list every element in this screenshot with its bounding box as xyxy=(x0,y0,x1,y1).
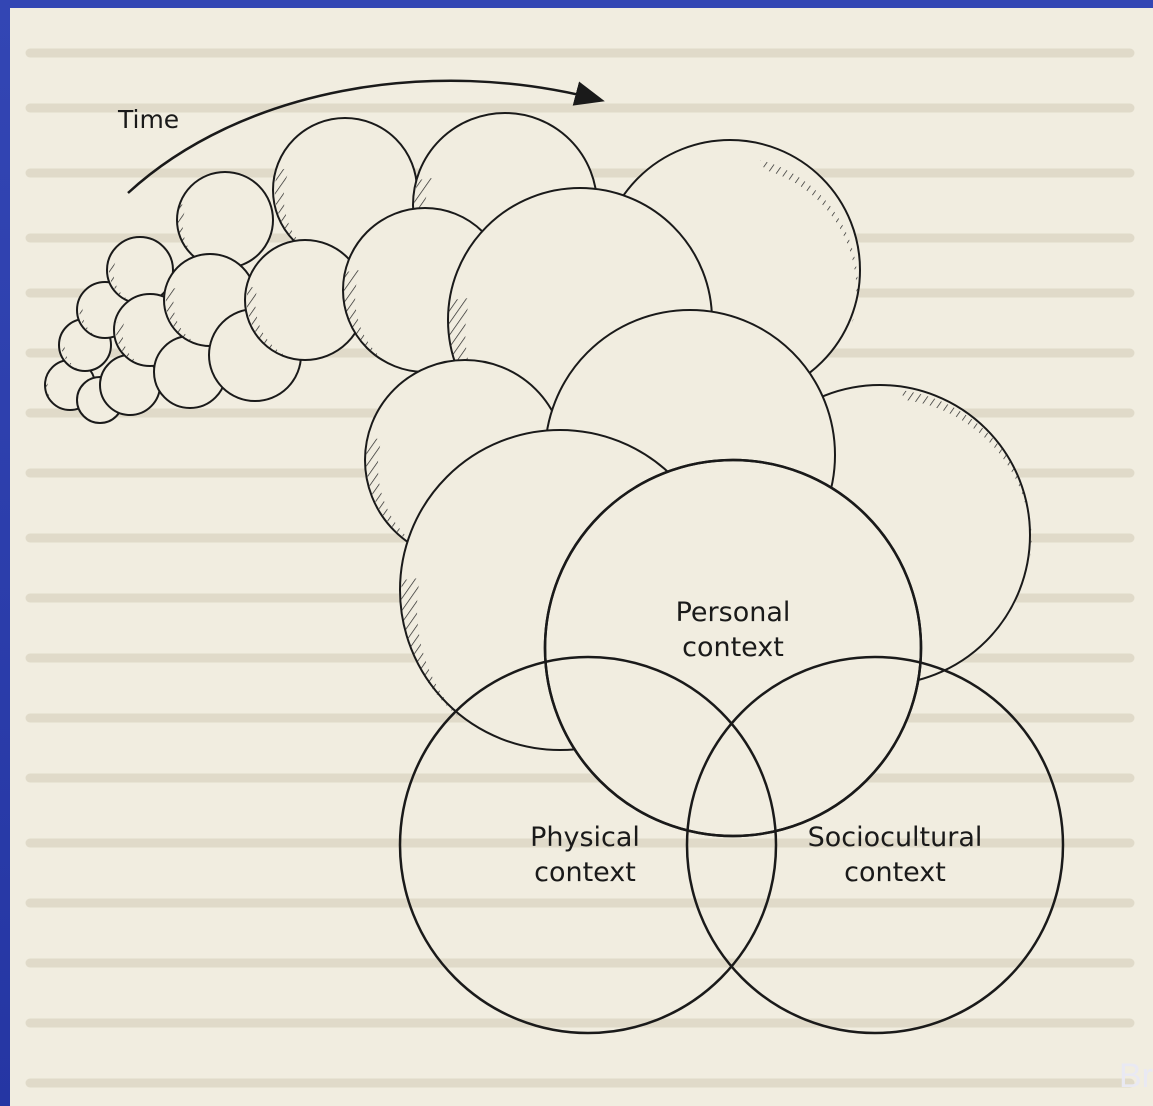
bubble xyxy=(107,237,173,303)
watermark-text: Br xyxy=(1119,1057,1153,1096)
physical-context-line1: Physical xyxy=(485,820,685,855)
personal-context-line2: context xyxy=(633,630,833,665)
bubble xyxy=(177,172,273,268)
physical-context-label: Physical context xyxy=(485,820,685,890)
personal-context-line1: Personal xyxy=(633,595,833,630)
sociocultural-context-label: Sociocultural context xyxy=(780,820,1010,890)
sociocultural-context-line2: context xyxy=(780,855,1010,890)
physical-context-line2: context xyxy=(485,855,685,890)
sociocultural-context-line1: Sociocultural xyxy=(780,820,1010,855)
personal-context-label: Personal context xyxy=(633,595,833,665)
time-label: Time xyxy=(118,105,179,134)
